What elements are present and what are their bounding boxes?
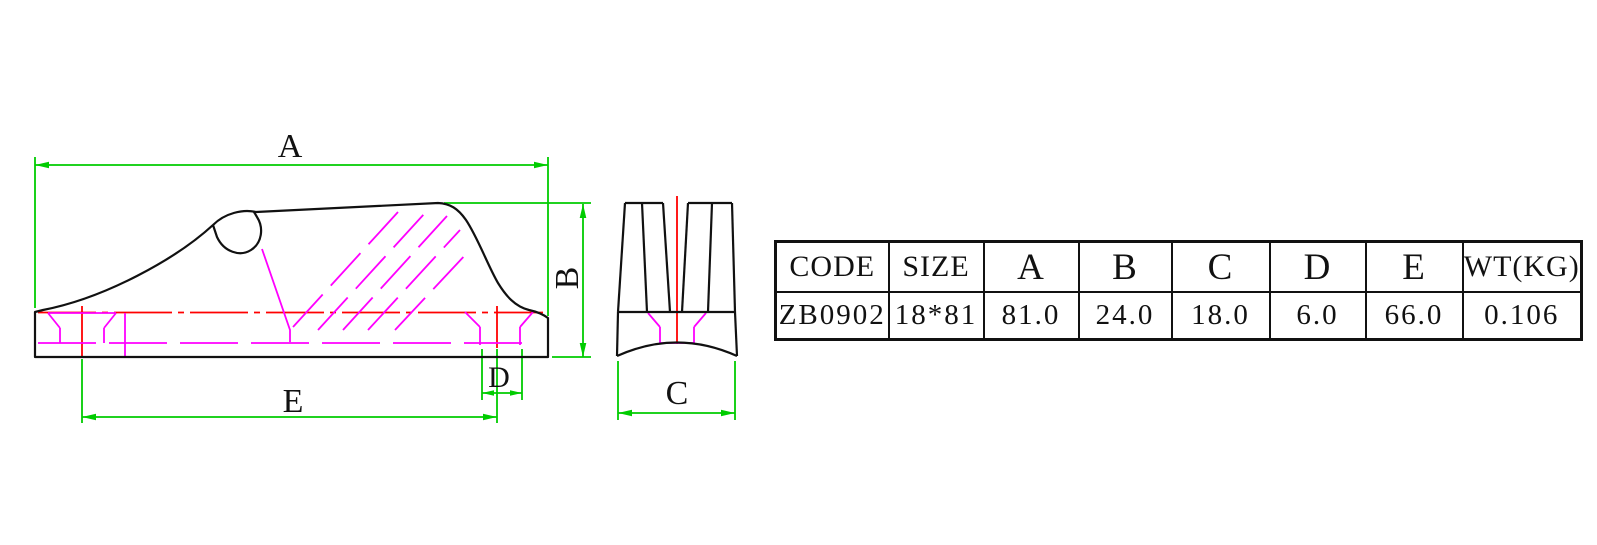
dim-label-C: C <box>666 375 689 412</box>
value-b: 24.0 <box>1077 291 1173 341</box>
dim-label-E: E <box>283 383 304 420</box>
header-weight: WT(KG) <box>1461 240 1583 293</box>
header-d: D <box>1268 240 1367 293</box>
dimension-lines <box>34 157 736 423</box>
spec-table-header-row: CODE SIZE A B C D E WT(KG) <box>774 240 1583 293</box>
header-c: C <box>1170 240 1271 293</box>
side-view-outline <box>33 201 550 359</box>
dim-label-B: B <box>549 267 586 290</box>
dimension-arrowheads <box>35 161 735 421</box>
value-c: 18.0 <box>1170 291 1271 341</box>
dim-label-D: D <box>488 361 510 394</box>
value-d: 6.0 <box>1268 291 1367 341</box>
value-e: 66.0 <box>1364 291 1464 341</box>
spec-table-data-row: ZB0902 18*81 81.0 24.0 18.0 6.0 66.0 0.1… <box>774 291 1583 341</box>
header-size: SIZE <box>887 240 985 293</box>
header-code: CODE <box>774 240 890 293</box>
value-weight: 0.106 <box>1461 291 1583 341</box>
header-b: B <box>1077 240 1173 293</box>
cleat-two-view-drawing: A B C D E <box>33 128 739 423</box>
value-a: 81.0 <box>982 291 1080 341</box>
centerlines <box>38 196 678 358</box>
hidden-lines <box>38 211 707 356</box>
dim-label-A: A <box>278 128 303 165</box>
header-a: A <box>982 240 1080 293</box>
end-view-outline <box>615 201 739 358</box>
value-size: 18*81 <box>887 291 985 341</box>
spec-table: CODE SIZE A B C D E WT(KG) ZB0902 18*81 … <box>774 240 1583 341</box>
header-e: E <box>1364 240 1464 293</box>
value-code: ZB0902 <box>774 291 890 341</box>
